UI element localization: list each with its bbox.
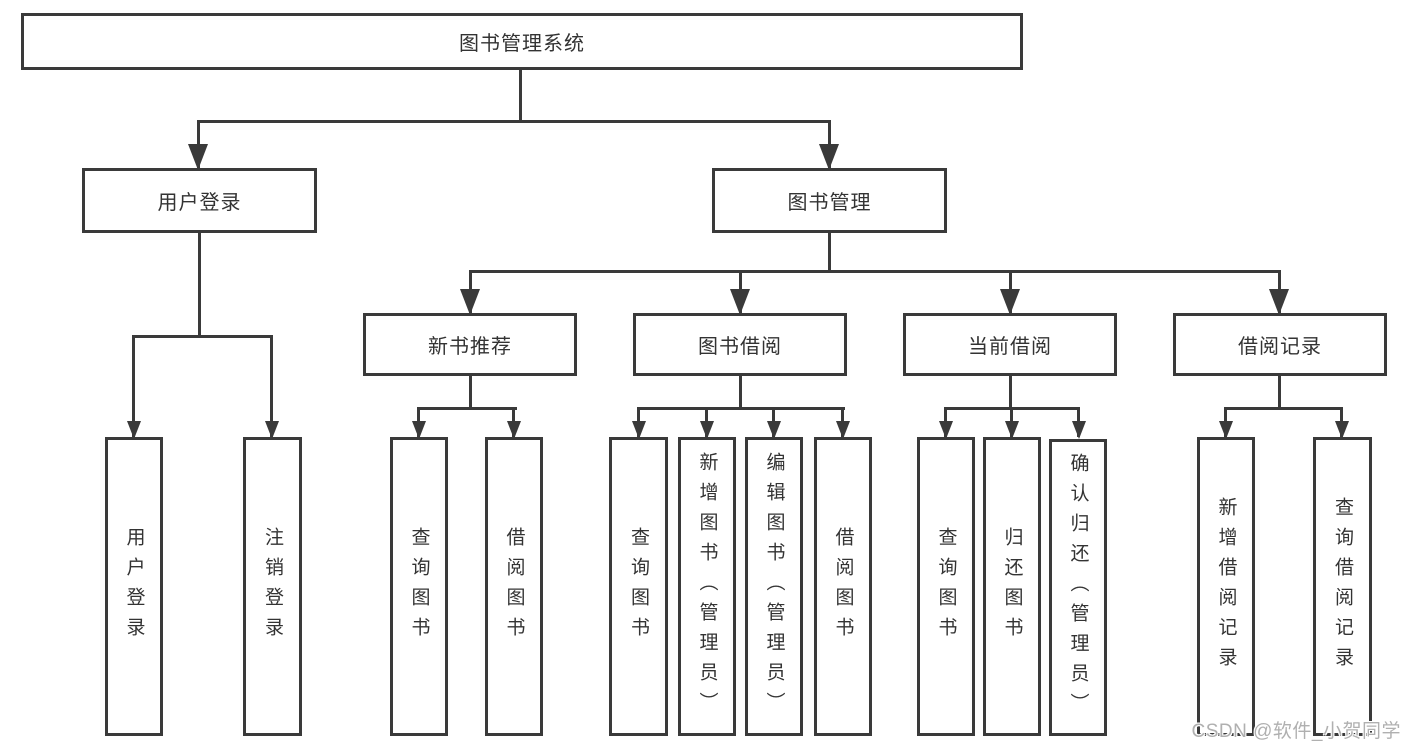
connector-split — [417, 407, 517, 410]
leaf-borrow-books: 借阅图书 — [485, 437, 543, 736]
node-label: 确认归还（管理员） — [1067, 452, 1089, 723]
node-new-book-recommendation: 新书推荐 — [363, 313, 577, 376]
arrowhead-down — [507, 421, 521, 439]
arrowhead-down — [127, 421, 141, 439]
arrowhead-down — [1072, 421, 1086, 439]
arrowhead-down — [265, 421, 279, 439]
leaf-query-books: 查询图书 — [917, 437, 975, 736]
leaf-query-books: 查询图书 — [609, 437, 668, 736]
leaf-add-books-admin: 新增图书（管理员） — [678, 437, 736, 736]
arrowhead-down — [188, 144, 208, 170]
node-label: 借阅记录 — [1238, 336, 1322, 358]
node-label: 注销登录 — [262, 526, 283, 647]
leaf-confirm-return-admin: 确认归还（管理员） — [1049, 439, 1107, 736]
connector-book-mgmt-stem — [828, 233, 831, 270]
node-label: 查询图书 — [408, 526, 430, 647]
node-library-system: 图书管理系统 — [21, 13, 1023, 70]
arrowhead-down — [460, 289, 480, 315]
arrowhead-down — [1000, 289, 1020, 315]
arrowhead-down — [412, 421, 426, 439]
arrowhead-down — [836, 421, 850, 439]
node-current-borrowing: 当前借阅 — [903, 313, 1117, 376]
leaf-query-borrow-record: 查询借阅记录 — [1313, 437, 1372, 736]
arrowhead-down — [939, 421, 953, 439]
leaf-edit-books-admin: 编辑图书（管理员） — [745, 437, 803, 736]
arrowhead-down — [767, 421, 781, 439]
node-label: 新书推荐 — [428, 336, 512, 358]
node-label: 编辑图书（管理员） — [763, 451, 785, 722]
node-label: 查询图书 — [935, 526, 957, 647]
node-label: 新增借阅记录 — [1215, 496, 1237, 677]
arrowhead-down — [730, 289, 750, 315]
node-label: 图书管理系统 — [459, 33, 585, 55]
node-borrowing-records: 借阅记录 — [1173, 313, 1387, 376]
leaf-borrow-books: 借阅图书 — [814, 437, 872, 736]
node-user-login: 用户登录 — [82, 168, 317, 233]
leaf-add-borrow-record: 新增借阅记录 — [1197, 437, 1255, 736]
connector-root-stem — [519, 69, 522, 122]
arrowhead-down — [1005, 421, 1019, 439]
node-label: 查询借阅记录 — [1332, 496, 1353, 677]
csdn-watermark: CSDN @软件_小贺同学 — [1191, 721, 1401, 742]
leaf-logout: 注销登录 — [243, 437, 302, 736]
connector-line — [270, 335, 273, 437]
node-label: 图书管理 — [787, 192, 872, 214]
arrowhead-down — [700, 421, 714, 439]
arrowhead-down — [1269, 289, 1289, 315]
connector-stem — [1009, 376, 1012, 409]
node-label: 当前借阅 — [968, 336, 1052, 358]
connector-split — [1224, 407, 1343, 410]
node-label: 查询图书 — [628, 526, 649, 647]
arrowhead-down — [1219, 421, 1233, 439]
arrowhead-down — [1335, 421, 1349, 439]
leaf-return-books: 归还图书 — [983, 437, 1041, 736]
node-label: 新增图书（管理员） — [696, 451, 718, 722]
connector-stem — [1278, 376, 1281, 409]
connector-split — [637, 407, 845, 410]
arrowhead-down — [819, 144, 839, 170]
leaf-user-login: 用户登录 — [105, 437, 163, 736]
connector-stem — [739, 376, 742, 409]
node-label: 用户登录 — [123, 526, 145, 647]
connector-user-login-split — [132, 335, 273, 338]
connector-stem — [469, 376, 472, 409]
arrowhead-down — [632, 421, 646, 439]
connector-level2-split — [197, 120, 831, 123]
node-label: 借阅图书 — [503, 526, 525, 647]
connector-level3-split — [469, 270, 1281, 273]
node-label: 图书借阅 — [698, 336, 782, 358]
connector-line — [132, 335, 135, 437]
node-book-management: 图书管理 — [712, 168, 947, 233]
connector-user-login-stem — [198, 233, 201, 337]
node-label: 借阅图书 — [832, 526, 854, 647]
node-label: 归还图书 — [1001, 526, 1023, 647]
leaf-query-books: 查询图书 — [390, 437, 448, 736]
node-label: 用户登录 — [157, 192, 242, 214]
node-book-borrowing: 图书借阅 — [633, 313, 847, 376]
